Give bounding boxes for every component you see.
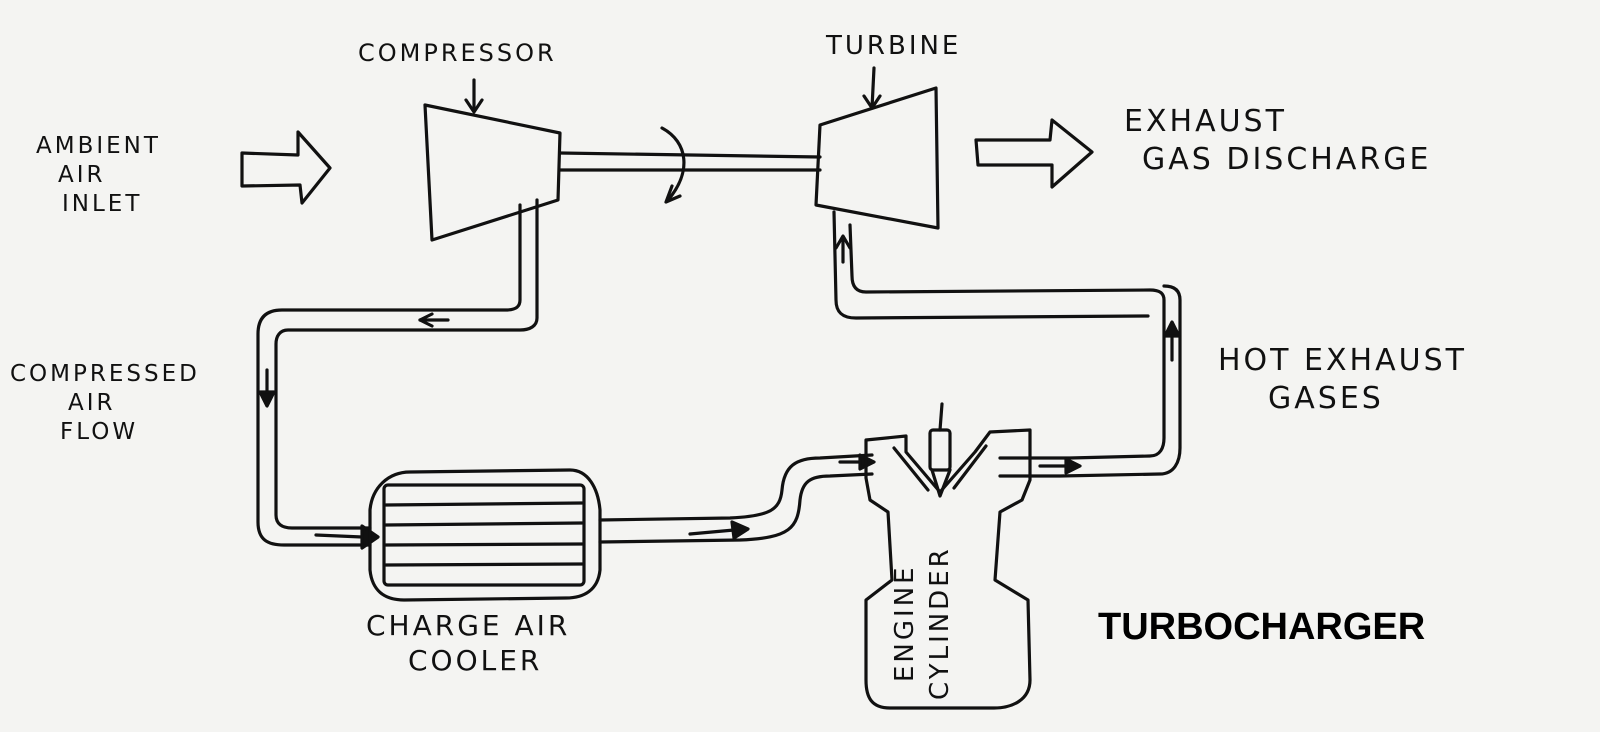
ambient-air-inlet-arrow	[240, 130, 332, 205]
engine-cylinder-body	[864, 402, 1032, 710]
ambient-air-inlet-label: AMBIENT AIR INLET	[36, 132, 161, 218]
hot-exhaust-gases-label: HOT EXHAUST GASES	[1218, 342, 1467, 417]
turbine-pointer-head	[862, 94, 882, 110]
flow-arrow-icon	[1163, 320, 1181, 362]
turbine-pointer	[870, 66, 876, 110]
rotation-arrow-icon	[660, 126, 686, 204]
engine-cylinder-line-1: ENGINE	[890, 564, 920, 682]
flow-arrow-icon	[418, 312, 450, 328]
charge-air-cooler-label: CHARGE AIR COOLER	[366, 608, 570, 678]
exhaust-gas-discharge-line-2: GAS DISCHARGE	[1142, 141, 1432, 177]
compressed-air-flow-line-3: FLOW	[60, 418, 139, 445]
turbine-body	[814, 86, 940, 230]
flow-arrow-icon	[1038, 457, 1082, 475]
ambient-air-inlet-line-3: INLET	[62, 190, 143, 217]
engine-cylinder-label: ENGINE CYLINDER	[888, 546, 958, 700]
compressed-air-flow-line-1: COMPRESSED	[10, 361, 200, 387]
exhaust-gas-discharge-label: EXHAUST GAS DISCHARGE	[1124, 103, 1431, 178]
flow-arrow-icon	[834, 234, 852, 264]
charge-air-cooler-body	[368, 468, 602, 602]
ambient-air-inlet-line-2: AIR	[58, 161, 106, 188]
hot-exhaust-gases-line-1: HOT EXHAUST	[1218, 343, 1467, 378]
ambient-air-inlet-line-1: AMBIENT	[36, 133, 161, 159]
compressed-air-pipe	[256, 198, 539, 547]
compressor-body	[423, 103, 562, 242]
diagram-title: TURBOCHARGER	[1098, 606, 1426, 648]
flow-arrow-icon	[688, 520, 750, 540]
compressed-air-flow-line-2: AIR	[68, 389, 116, 416]
exhaust-gas-discharge-line-1: EXHAUST	[1124, 104, 1287, 139]
compressed-air-flow-label: COMPRESSED AIR FLOW	[10, 360, 200, 446]
shaft	[558, 151, 822, 172]
flow-arrow-icon	[258, 368, 276, 408]
exhaust-discharge-arrow	[974, 118, 1094, 189]
intake-pipe	[598, 453, 874, 544]
compressor-pointer-head	[464, 98, 484, 114]
engine-cylinder-line-2: CYLINDER	[925, 546, 956, 700]
charge-air-cooler-line-2: COOLER	[408, 644, 543, 677]
turbine-label: TURBINE	[826, 31, 962, 61]
exhaust-pipe	[832, 210, 1182, 478]
compressor-label: COMPRESSOR	[358, 39, 557, 67]
charge-air-cooler-line-1: CHARGE AIR	[366, 609, 571, 642]
hot-exhaust-gases-line-2: GASES	[1268, 380, 1384, 416]
